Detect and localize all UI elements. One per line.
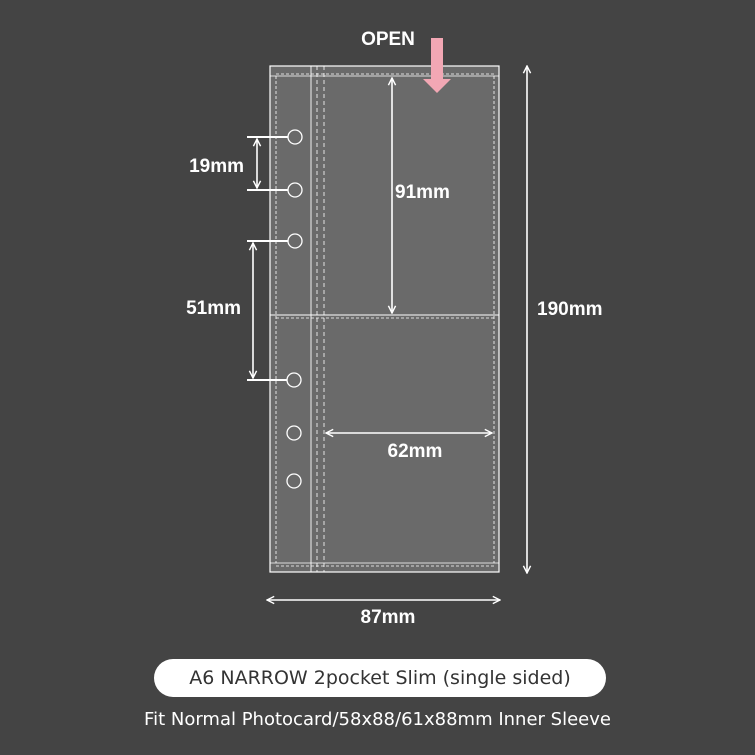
fit-caption: Fit Normal Photocard/58x88/61x88mm Inner…: [144, 709, 611, 730]
total-height-label: 190mm: [537, 299, 603, 320]
hole-leader-lines: [247, 136, 288, 381]
pocket-height-label: 91mm: [395, 182, 450, 203]
product-name-badge: A6 NARROW 2pocket Slim (single sided): [154, 659, 606, 697]
hole-spacing-label: 19mm: [189, 156, 244, 177]
pocket-width-label: 62mm: [388, 441, 443, 462]
punch-hole: [286, 425, 302, 441]
hole-group-spacing-label: 51mm: [186, 298, 241, 319]
sleeve-outline: [269, 65, 500, 573]
total-width-label: 87mm: [361, 607, 416, 628]
open-arrow-icon: [423, 38, 451, 93]
pocket-divider: [270, 314, 499, 319]
open-label: OPEN: [361, 29, 415, 50]
punch-hole: [286, 473, 302, 489]
